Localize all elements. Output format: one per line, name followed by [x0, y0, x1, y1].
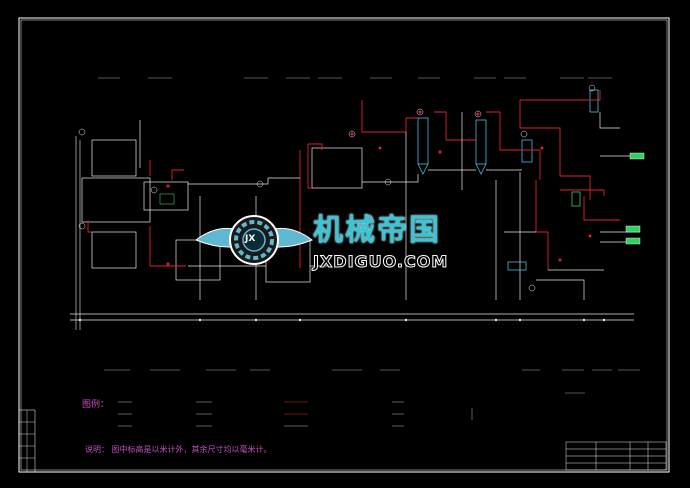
watermark-logo [194, 215, 314, 265]
drawing-border [18, 17, 670, 473]
instrument-bubbles [78, 84, 596, 292]
binding-strip [19, 410, 35, 472]
header-nodes [78, 318, 606, 322]
left-headers [75, 136, 81, 330]
watermark-logo-text: JX [245, 234, 256, 244]
outlet-arrows [159, 152, 645, 271]
drawing-note: 说明： 图中标高是以米计外，其余尺寸均以毫米计。 [85, 445, 272, 454]
evaporator-columns [417, 89, 599, 175]
white-process-lines [139, 112, 640, 300]
legend-symbols [118, 401, 473, 427]
bottom-headers [70, 313, 634, 321]
bottom-equipment-tags [104, 369, 640, 394]
red-process-lines [87, 90, 620, 270]
watermark-title: 机械帝国 [313, 213, 441, 248]
legend-title: 图例： [82, 400, 110, 410]
valves [166, 110, 592, 266]
left-tanks [81, 139, 189, 269]
watermark-site: JXDIGUO.COM [312, 252, 449, 271]
title-block [565, 441, 667, 471]
